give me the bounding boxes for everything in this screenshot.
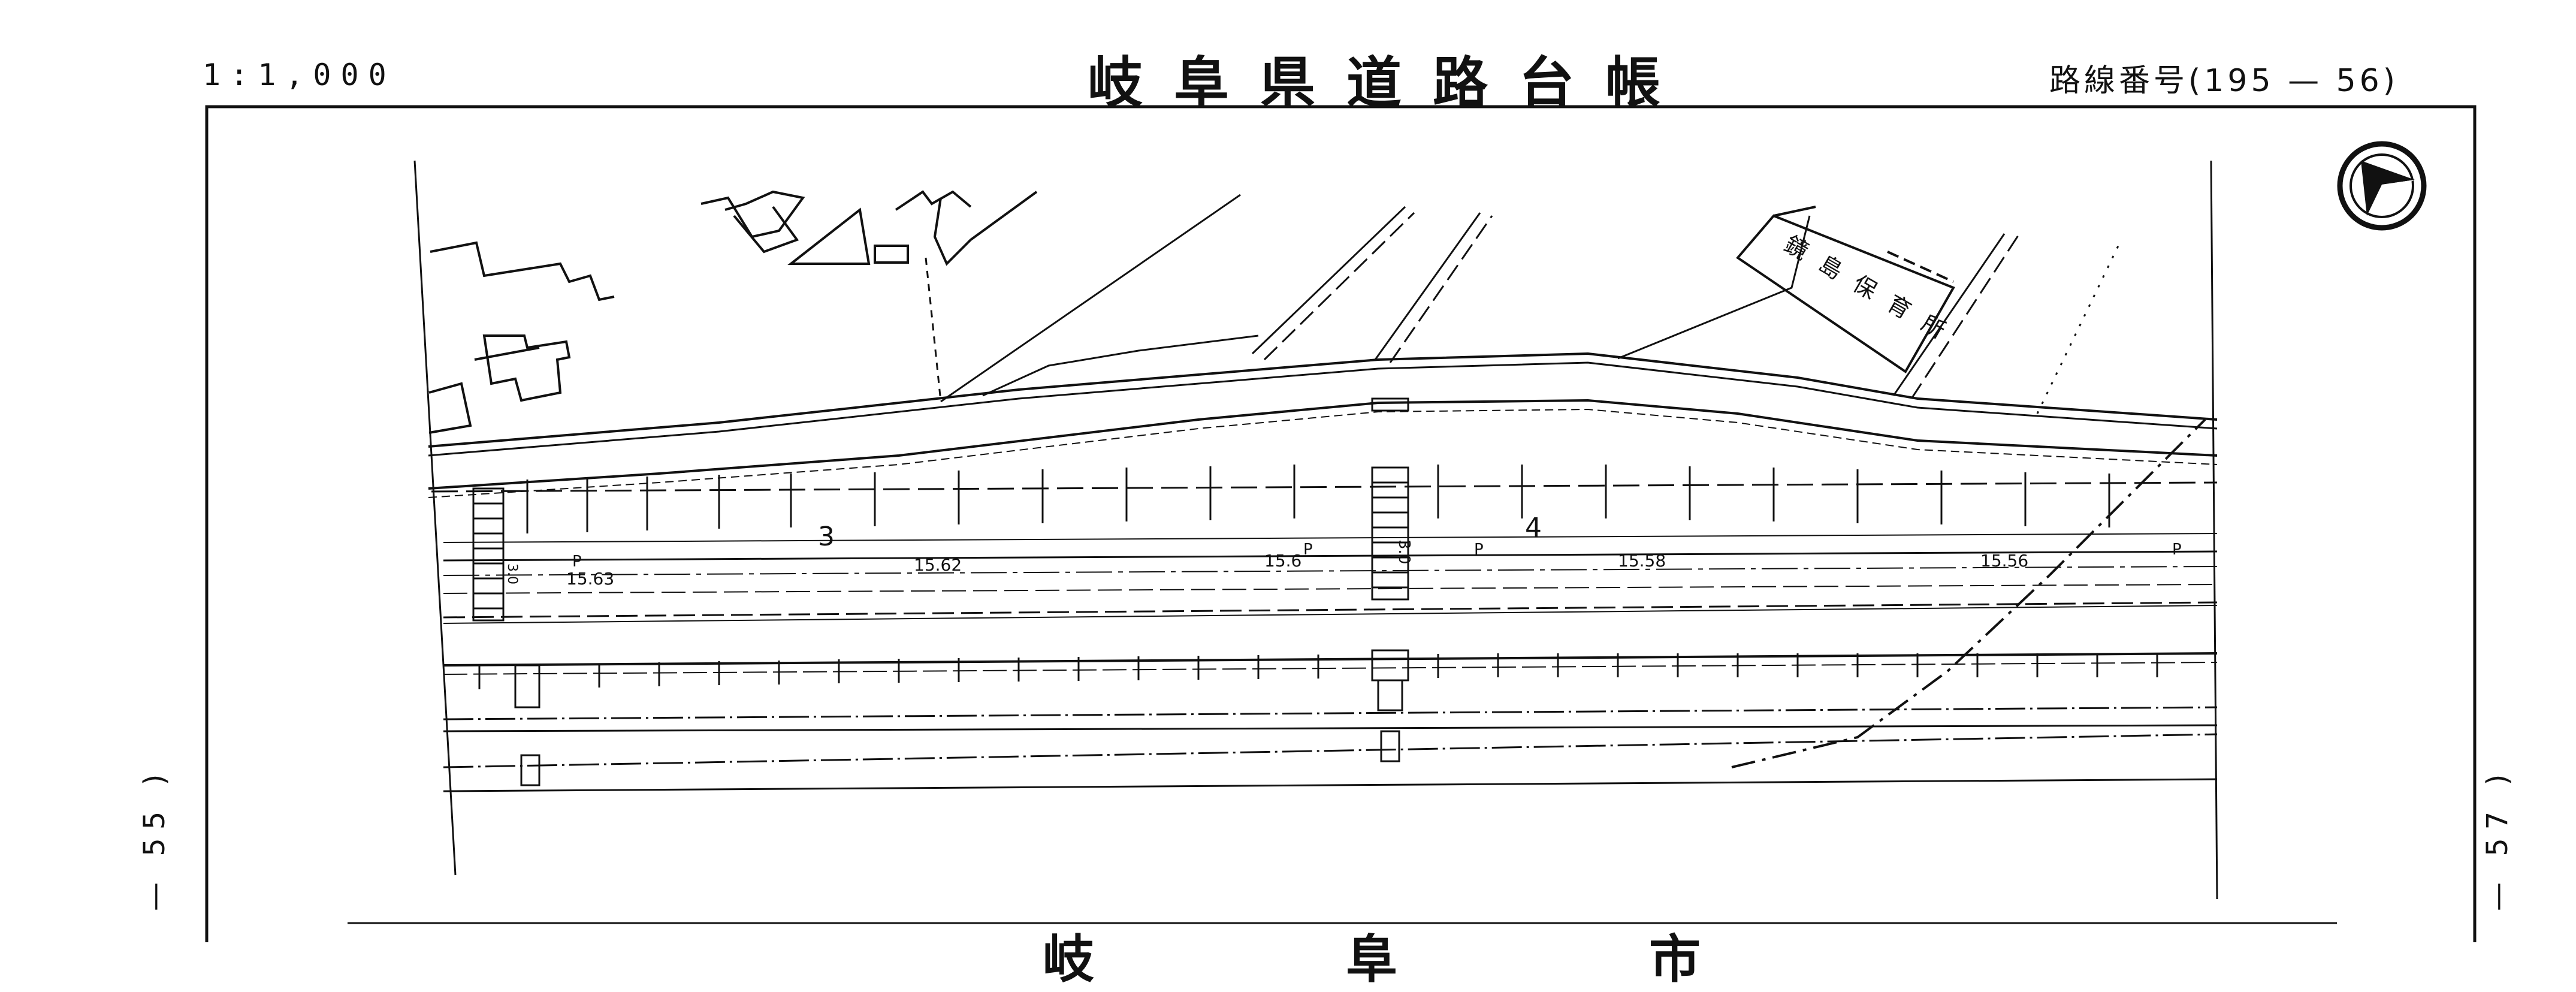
match-line-right (2210, 160, 2218, 900)
drain-ticks-lower (478, 653, 2158, 689)
road-map: 鏡島保育所 (205, 105, 2477, 942)
section-4-label: 4 (1525, 512, 1542, 543)
culverts (472, 397, 1409, 786)
kindergarten-building (1736, 206, 1955, 373)
road-boundaries (428, 352, 2218, 498)
fence-line (925, 257, 942, 402)
match-line-left (413, 160, 457, 876)
boundary-curve (1731, 418, 2206, 768)
point-marker: P (1474, 541, 1484, 559)
page-title: 岐阜県道路台帳 (1088, 50, 1692, 115)
point-marker: P (572, 553, 582, 571)
facility-label: 鏡島保育所 (1780, 231, 1965, 352)
elevation-label: 15.58 (1618, 551, 1666, 571)
route-number: 路線番号(195 — 56) (2049, 63, 2399, 99)
elevation-label: 15.63 (566, 569, 614, 589)
elevation-label: 15.62 (914, 555, 962, 575)
side-streets (940, 194, 2122, 414)
elevation-label: 15.6 (1264, 551, 1301, 571)
point-marker: P (1303, 541, 1313, 559)
road-lanes (431, 481, 2218, 792)
joint-marker-left: 3.0 (505, 563, 520, 584)
joint-marker: 3.0 (1395, 539, 1413, 564)
drain-ticks-upper (526, 465, 2110, 533)
map-scale: 1:1,000 (203, 58, 396, 92)
point-marker: P (2172, 541, 2182, 559)
buildings-top-left (428, 190, 1038, 434)
elevation-label: 15.56 (1980, 551, 2028, 571)
north-arrow-icon (2337, 141, 2427, 231)
section-3-label: 3 (818, 521, 835, 552)
bottom-place-name: 岐阜市 (1043, 929, 1952, 990)
map-frame (205, 105, 2477, 942)
